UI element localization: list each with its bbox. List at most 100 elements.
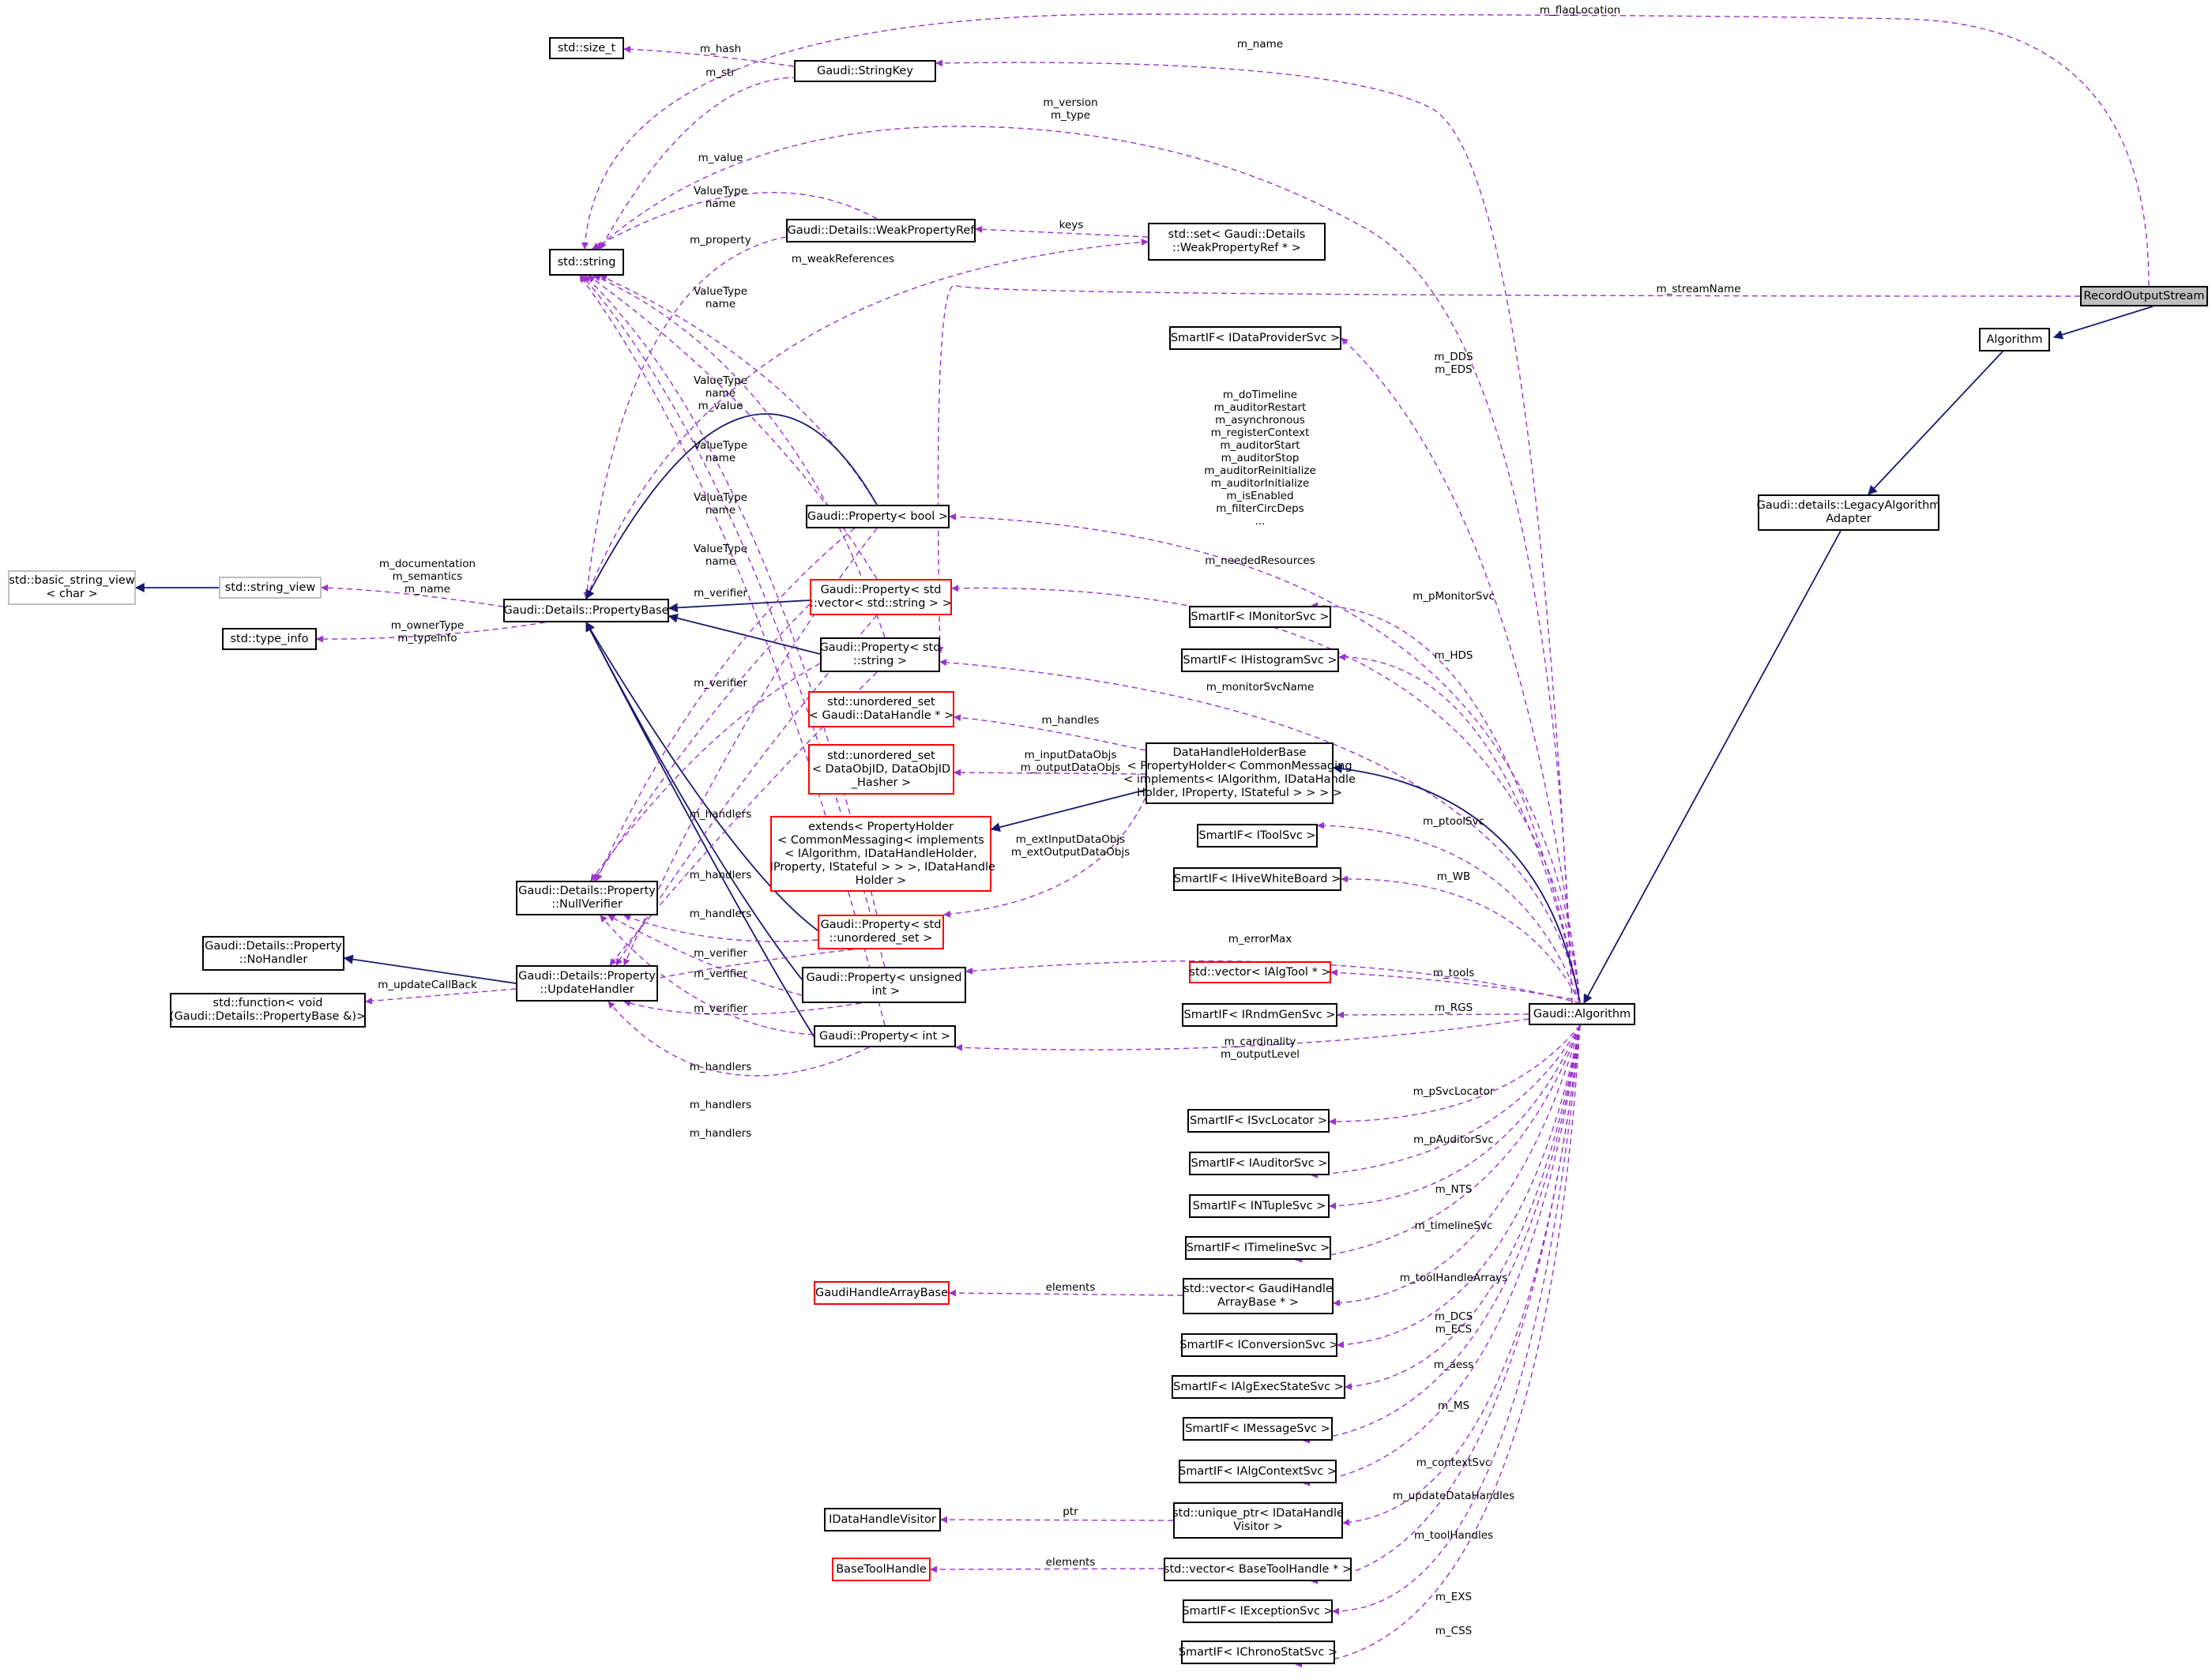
usage-edge-vecghab-ghab	[949, 1289, 1183, 1297]
class-node-sitool[interactable]: SmartIF< IToolSvc >	[1197, 824, 1318, 848]
class-node-simon[interactable]: SmartIF< IMonitorSvc >	[1189, 606, 1331, 628]
class-node-setweak[interactable]: std::set< Gaudi::Details ::WeakPropertyR…	[1148, 223, 1326, 261]
usage-edge-dhhb-uset	[954, 714, 1146, 751]
edge-label-galg-simsg: m_MS	[1437, 1400, 1470, 1412]
inheritance-edge-algorithm-legacy	[1868, 351, 2003, 495]
class-node-galg[interactable]: Gaudi::Algorithm	[1529, 1003, 1635, 1025]
class-node-algorithm[interactable]: Algorithm	[1979, 328, 2050, 351]
class-node-sihive[interactable]: SmartIF< IHiveWhiteBoard >	[1173, 867, 1341, 891]
usage-edge-galg-vecalgtool	[1330, 968, 1573, 1000]
edge-label-galg-siexc: m_EXS	[1435, 1591, 1473, 1603]
edge-label-pbool-updhandler: m_handlers	[689, 908, 752, 920]
inheritance-edge-updhandler-nohandler	[343, 954, 517, 984]
class-node-sidp[interactable]: SmartIF< IDataProviderSvc >	[1169, 326, 1341, 350]
edge-label-galg-siaudit: m_pAuditorSvc	[1413, 1133, 1494, 1146]
class-node-uset[interactable]: std::unordered_set < Gaudi::DataHandle *…	[808, 691, 954, 727]
class-node-sihist[interactable]: SmartIF< IHistogramSvc >	[1181, 648, 1339, 672]
class-node-extends[interactable]: extends< PropertyHolder < CommonMessagin…	[770, 816, 995, 892]
inheritance-edge-pbool-propbase	[585, 413, 878, 600]
class-node-updhandler[interactable]: Gaudi::Details::Property ::UpdateHandler	[516, 965, 658, 1002]
class-node-sichrono[interactable]: SmartIF< IChronoStatSvc >	[1179, 1641, 1337, 1664]
edge-label-galg-vecghab: m_toolHandleArrays	[1399, 1272, 1508, 1284]
edge-label-propbase-typeinfo: m_ownerType m_typeinfo	[390, 619, 465, 645]
edge-label-galg-sihist: m_HDS	[1434, 649, 1473, 662]
class-node-propbase[interactable]: Gaudi::Details::PropertyBase	[503, 599, 669, 622]
class-node-stdfunc[interactable]: std::function< void (Gaudi::Details::Pro…	[170, 993, 366, 1028]
class-node-vecghab[interactable]: std::vector< GaudiHandle ArrayBase * >	[1183, 1278, 1334, 1314]
inheritance-edge-legacy-galg	[1583, 530, 1841, 1005]
class-node-pint[interactable]: Gaudi::Property< int >	[814, 1025, 956, 1047]
usage-edge-recout-stdstring	[581, 13, 2150, 287]
edge-label-pint-updhandler: m_handlers	[689, 1127, 752, 1140]
edge-label-pstr-updhandler: m_handlers	[689, 808, 752, 821]
class-node-vecalgtool[interactable]: std::vector< IAlgTool * >	[1189, 961, 1331, 983]
class-node-legacy[interactable]: Gaudi::details::LegacyAlgorithm Adapter	[1757, 494, 1940, 531]
edge-label-galg-vecalgtool: m_tools	[1432, 967, 1475, 979]
class-node-stringkey[interactable]: Gaudi::StringKey	[794, 60, 936, 82]
usage-edge-setweak-weakref	[975, 225, 1149, 238]
edge-label-galg-sitimeline: m_timelineSvc	[1414, 1220, 1493, 1232]
usage-edge-galg-sintuple	[1329, 1024, 1581, 1210]
class-node-ghab[interactable]: GaudiHandleArrayBase	[814, 1281, 950, 1305]
class-node-puset[interactable]: Gaudi::Property< std ::unordered_set >	[818, 915, 944, 949]
edge-label-galg-sidp: m_DDS m_EDS	[1434, 351, 1473, 376]
class-node-pstr[interactable]: Gaudi::Property< std ::string >	[820, 637, 940, 672]
class-node-sictx[interactable]: SmartIF< IAlgContextSvc >	[1179, 1460, 1337, 1483]
edge-label-pbool-stdstring: ValueType name	[693, 185, 748, 210]
class-node-bth[interactable]: BaseToolHandle	[832, 1558, 931, 1581]
edge-label-setweak-weakref: keys	[1059, 219, 1084, 231]
edge-label-puset-updhandler: m_handlers	[689, 1061, 752, 1073]
usage-edge-puset-nullver	[623, 914, 818, 942]
edge-label-pint-nullver: m_verifier	[694, 1002, 747, 1015]
class-node-weakref[interactable]: Gaudi::Details::WeakPropertyRef	[786, 219, 976, 242]
class-node-usetid[interactable]: std::unordered_set < DataObjID, DataObjI…	[808, 744, 954, 795]
class-node-siconv[interactable]: SmartIF< IConversionSvc >	[1179, 1333, 1339, 1357]
edge-label-galg-pvec: m_neededResources	[1205, 554, 1315, 567]
class-node-typeinfo[interactable]: std::type_info	[222, 628, 317, 650]
inheritance-edge-puset-propbase	[585, 621, 818, 931]
class-node-nohandler[interactable]: Gaudi::Details::Property ::NoHandler	[202, 936, 344, 971]
edge-label-galg-simon: m_pMonitorSvc	[1413, 590, 1495, 603]
class-node-sisvcloc[interactable]: SmartIF< ISvcLocator >	[1187, 1109, 1330, 1133]
class-node-basicsv: std::basic_string_view < char >	[8, 570, 136, 605]
class-node-puint[interactable]: Gaudi::Property< unsigned int >	[802, 967, 966, 1003]
class-node-sintuple[interactable]: SmartIF< INTupleSvc >	[1189, 1194, 1330, 1218]
usage-edge-galg-siaudit	[1311, 1024, 1581, 1178]
class-node-siaudit[interactable]: SmartIF< IAuditorSvc >	[1189, 1152, 1330, 1175]
usage-edge-galg-siexc	[1332, 1024, 1581, 1615]
class-node-sitimeline[interactable]: SmartIF< ITimelineSvc >	[1185, 1236, 1331, 1260]
class-node-uptr[interactable]: std::unique_ptr< IDataHandle Visitor >	[1172, 1502, 1344, 1539]
class-node-pvec[interactable]: Gaudi::Property< std ::vector< std::stri…	[810, 579, 952, 615]
edge-label-galg-sictx: m_contextSvc	[1416, 1456, 1492, 1469]
class-node-simsg[interactable]: SmartIF< IMessageSvc >	[1183, 1417, 1333, 1441]
usage-edge-galg-sitimeline	[1295, 1024, 1581, 1263]
edge-label-stringkey-stdstring: m_str	[705, 66, 735, 79]
edge-label-recout-pstr: m_streamName	[1656, 283, 1741, 295]
edge-label-galg-uptr: m_updateDataHandles	[1392, 1490, 1515, 1502]
inheritance-edge-pstr-propbase	[668, 613, 821, 655]
edge-label-galg-sitool: m_ptoolSvc	[1422, 815, 1485, 828]
edge-label-vecghab-ghab: elements	[1045, 1281, 1096, 1294]
class-node-nullver[interactable]: Gaudi::Details::Property ::NullVerifier	[516, 881, 658, 915]
edge-label-dhhb-puset: m_extInputDataObjs m_extOutputDataObjs	[1010, 833, 1130, 859]
class-node-rndm[interactable]: SmartIF< IRndmGenSvc >	[1182, 1003, 1337, 1027]
edge-label-galg-siexecstate: m_aess	[1433, 1359, 1474, 1371]
edge-label-weakref-propbase: m_property	[690, 234, 751, 246]
inheritance-edge-galg-dhhb	[1332, 764, 1581, 1004]
class-node-stdsize[interactable]: std::size_t	[549, 37, 624, 59]
class-node-siexecstate[interactable]: SmartIF< IAlgExecStateSvc >	[1172, 1375, 1345, 1399]
edge-label-uptr-dhvisitor: ptr	[1063, 1505, 1078, 1518]
class-node-siexc[interactable]: SmartIF< IExceptionSvc >	[1182, 1599, 1334, 1623]
class-node-pbool[interactable]: Gaudi::Property< bool >	[806, 505, 950, 528]
class-node-dhhb[interactable]: DataHandleHolderBase < PropertyHolder< C…	[1123, 742, 1356, 804]
edge-label-galg-pint: m_cardinality m_outputLevel	[1220, 1035, 1300, 1061]
usage-edge-pstr-nullver	[590, 663, 821, 881]
class-node-stdstring[interactable]: std::string	[549, 249, 624, 276]
usage-edge-propbase-setweak	[585, 239, 1149, 599]
usage-edge-galg-simsg	[1303, 1024, 1581, 1444]
edge-label-galg-puint: m_errorMax	[1228, 933, 1292, 945]
usage-edge-pint-nullver	[600, 915, 814, 1035]
usage-edge-dhhb-puset	[943, 797, 1146, 918]
class-node-dhvisitor[interactable]: IDataHandleVisitor	[824, 1508, 941, 1532]
class-node-vecbth[interactable]: std::vector< BaseToolHandle * >	[1164, 1558, 1352, 1581]
